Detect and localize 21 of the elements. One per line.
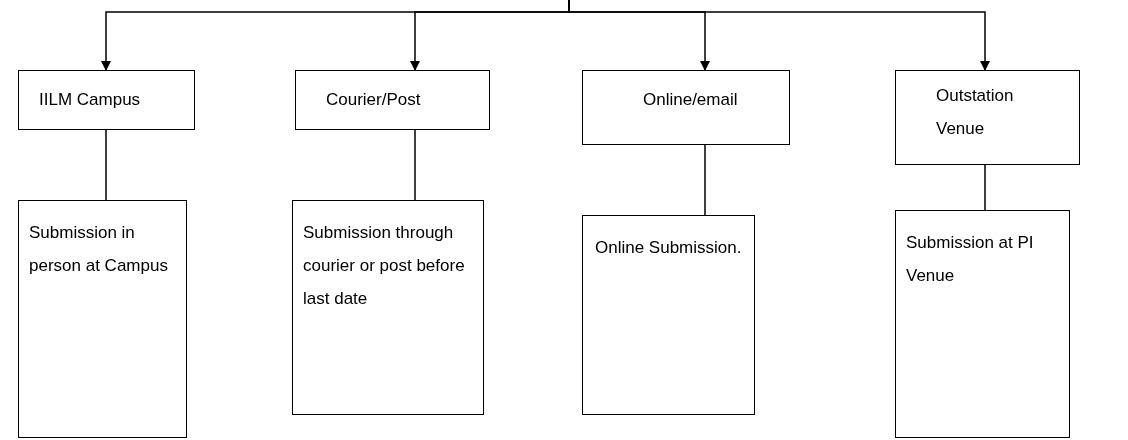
- process-box: [895, 70, 1080, 165]
- connector-line: [704, 144, 706, 216]
- box-text: Submission at PI Venue: [906, 232, 1035, 287]
- process-box: [582, 70, 790, 145]
- description-box: [582, 215, 755, 415]
- process-box: [295, 70, 490, 130]
- process-box: [18, 70, 195, 130]
- description-box: [895, 210, 1070, 438]
- box-text: IILM Campus: [39, 89, 142, 111]
- box-text: Submission in person at Campus: [29, 222, 169, 277]
- description-box: [292, 200, 484, 415]
- box-text: Outstation Venue: [936, 85, 1015, 140]
- connector-line: [984, 164, 986, 211]
- box-text: Submission through courier or post before last date: [303, 222, 466, 310]
- connector-line: [414, 129, 416, 201]
- box-text: Online/email: [643, 89, 739, 111]
- arrow: [568, 0, 990, 71]
- description-box: [18, 200, 187, 438]
- connector-line: [105, 129, 107, 201]
- box-text: Online Submission.: [595, 237, 743, 259]
- box-text: Courier/Post: [326, 89, 422, 111]
